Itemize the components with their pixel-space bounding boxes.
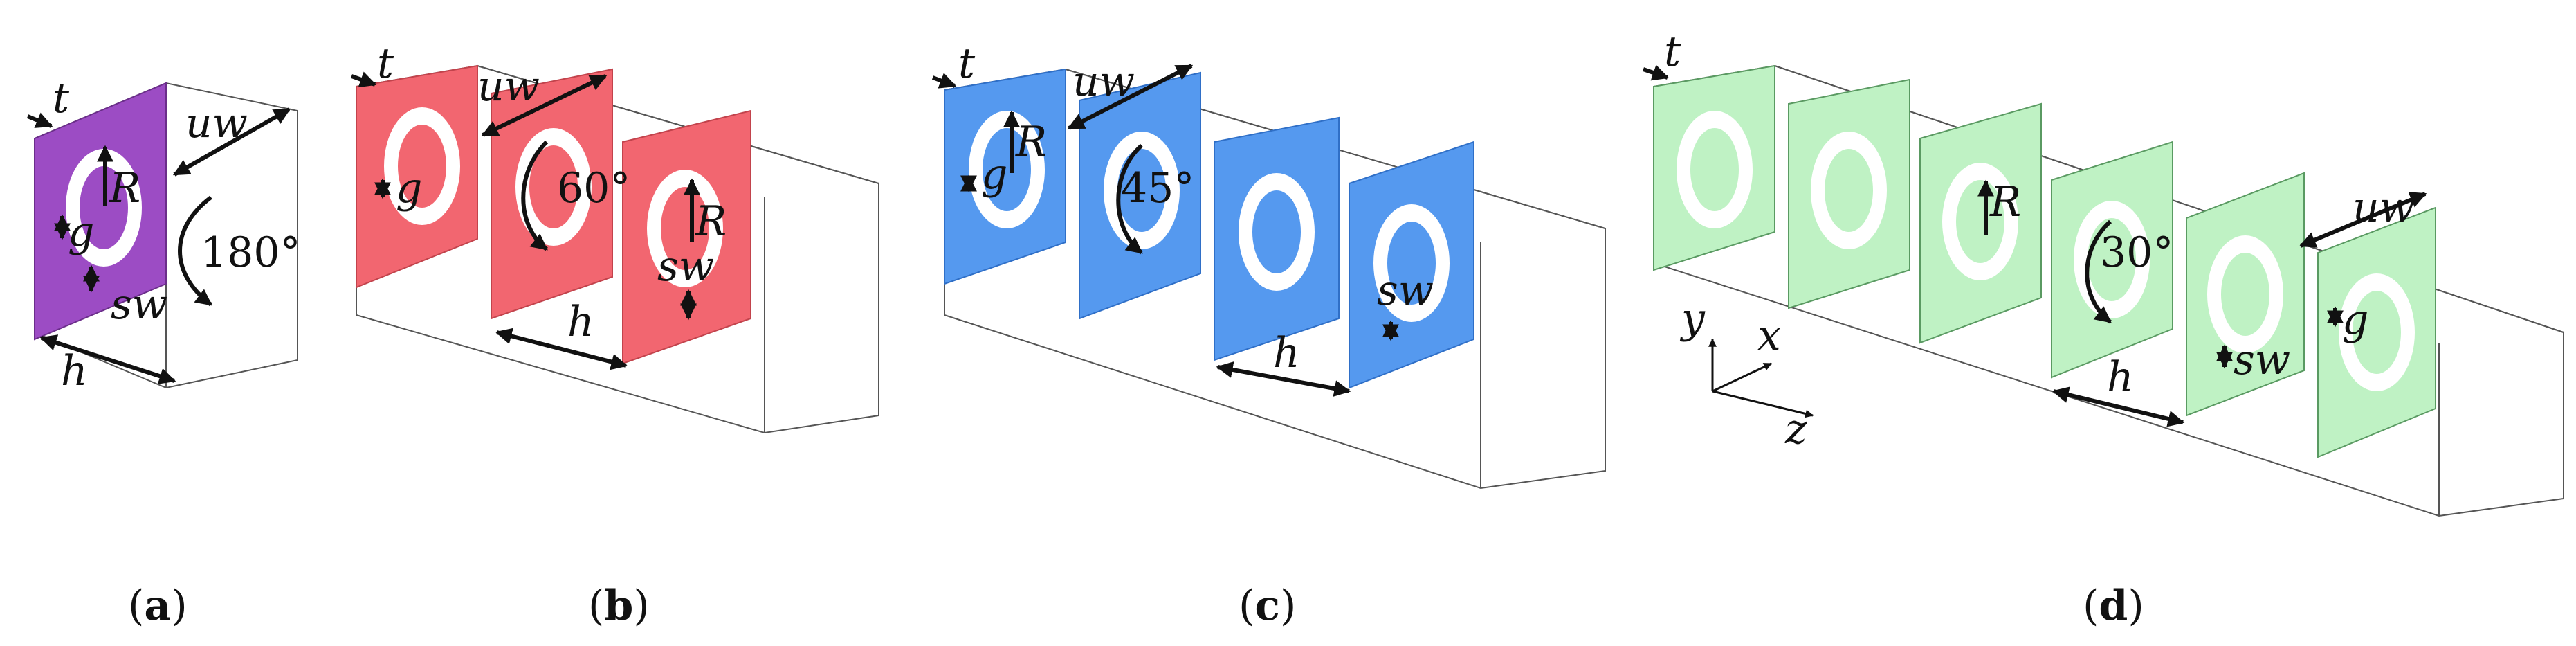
srr-plate-6 [2317, 206, 2436, 458]
sw-label: sw [657, 242, 714, 291]
split-ring-inner [80, 166, 128, 249]
t-label: t [1664, 28, 1681, 76]
panel-caption: (a) [128, 582, 188, 630]
R-label: R [109, 164, 140, 213]
R-label: R [1989, 178, 2021, 226]
uw-arrow [481, 74, 608, 137]
rotation-arrow [2085, 219, 2112, 324]
panel-c: t uw R g 45° sw h (c) [931, 39, 1606, 630]
panel-d: t R 30° uw g sw h (d) y x z [1643, 28, 2564, 630]
sw-label: sw [1377, 267, 1434, 315]
panel-a: t uw R g sw h 180° (a) [26, 74, 301, 630]
panel-caption: (b) [588, 582, 650, 630]
uw-label: uw [1072, 57, 1135, 106]
R-label: R [695, 197, 727, 246]
x-axis-label: x [1757, 312, 1781, 360]
t-arrow [1643, 64, 1670, 81]
panel-caption: (d) [2083, 582, 2144, 630]
x-axis-arrow [1712, 362, 1773, 393]
h-arrow [1216, 361, 1351, 397]
srr-plate-1 [356, 64, 478, 289]
t-label: t [53, 74, 70, 123]
t-arrow [351, 71, 377, 88]
g-label: g [68, 208, 94, 256]
srr-plate-2 [1788, 78, 1910, 309]
g-label: g [396, 164, 422, 213]
y-axis-label: y [1679, 294, 1706, 343]
h-arrow [39, 334, 176, 384]
rotation-arrow [521, 140, 549, 251]
z-axis-label: z [1784, 405, 1807, 454]
uw-label: uw [477, 62, 540, 111]
uw-label: uw [185, 99, 248, 147]
uw-arrow [1067, 64, 1194, 130]
t-label: t [377, 39, 394, 88]
rotation-arrow [178, 195, 212, 307]
sw-label: sw [2234, 336, 2290, 384]
panel-caption: (c) [1239, 582, 1296, 630]
sw-label: sw [111, 280, 167, 329]
rotation-arrow [1116, 143, 1144, 255]
uw-arrow [172, 107, 291, 177]
axis-triad: y x z [1679, 294, 1814, 454]
h-arrow [495, 328, 628, 370]
g-label: g [981, 150, 1007, 199]
srr-plate-3 [1919, 102, 2042, 344]
h-arrow [2052, 386, 2185, 427]
uw-arrow [2299, 192, 2427, 248]
h-label: h [1273, 329, 1300, 377]
t-arrow [931, 73, 957, 89]
srr-plate-3 [1214, 116, 1340, 361]
h-label: h [2107, 353, 2134, 402]
srr-plate-1 [944, 68, 1066, 285]
g-label: g [2342, 296, 2368, 344]
t-arrow [26, 112, 53, 128]
h-label: h [567, 298, 594, 346]
h-label: h [61, 347, 88, 395]
panel-b: t uw g 60° R sw h (b) [351, 39, 879, 630]
srr-plate-4 [1349, 141, 1474, 389]
srr-plate-3 [622, 109, 751, 365]
z-axis-arrow [1712, 390, 1814, 418]
srr-plate-4 [2051, 141, 2173, 379]
srr-plate-1 [1653, 64, 1775, 271]
rotation-label: 60° [557, 164, 630, 213]
rotation-label: 30° [2100, 228, 2173, 277]
rotation-label: 45° [1121, 164, 1194, 213]
t-label: t [958, 39, 976, 88]
rotation-label: 180° [201, 228, 301, 277]
srr-plate-5 [2186, 172, 2305, 417]
R-label: R [1015, 118, 1047, 166]
uw-label: uw [2353, 183, 2415, 232]
